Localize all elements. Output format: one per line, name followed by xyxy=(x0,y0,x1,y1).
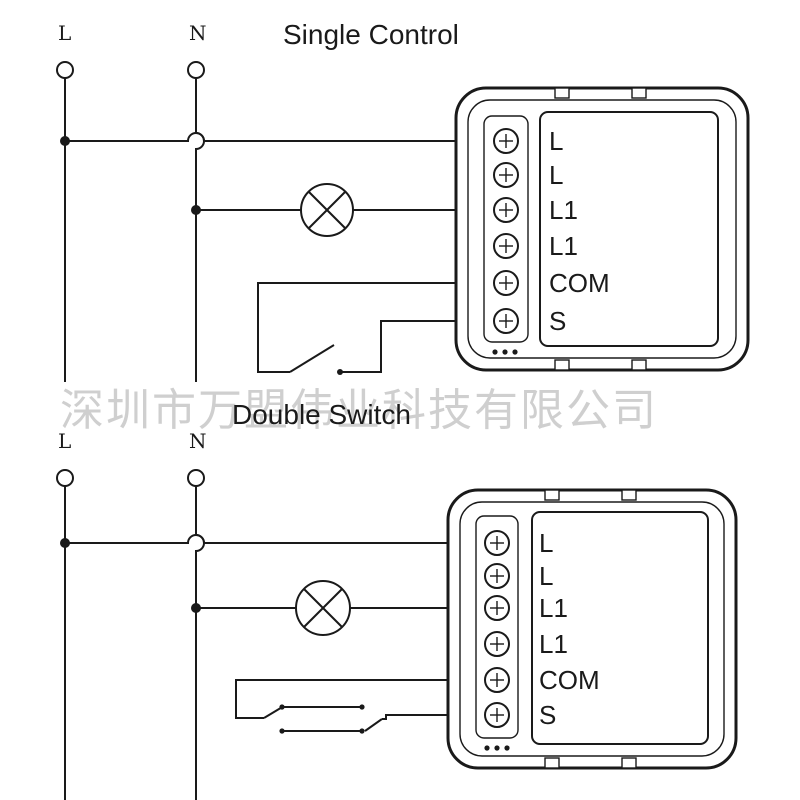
diagram-title: Double Switch xyxy=(232,399,411,430)
line-to-L-wire xyxy=(65,534,492,544)
terminal-label-L1: L1 xyxy=(539,629,568,659)
diagram-title: Single Control xyxy=(283,19,459,50)
switch-contact xyxy=(279,704,285,710)
label-panel xyxy=(539,111,719,347)
terminal-label-L: L xyxy=(549,160,563,190)
line-label: L xyxy=(58,21,71,45)
module-clip xyxy=(554,87,570,99)
line-terminal xyxy=(56,469,74,487)
terminal-screw xyxy=(493,128,519,154)
terminal-screw xyxy=(493,162,519,188)
switch-lever xyxy=(289,344,335,373)
terminal-screw xyxy=(484,563,510,589)
junction-dot xyxy=(60,136,70,146)
line-label: L xyxy=(58,429,71,453)
module-clip xyxy=(621,489,637,501)
single-control-diagram: L N Single Control xyxy=(56,19,750,382)
neutral-wire xyxy=(195,486,205,800)
line-to-L-wire xyxy=(65,132,500,142)
neutral-wire xyxy=(195,78,205,382)
terminal-strip xyxy=(483,115,529,343)
terminal-screw xyxy=(493,308,519,334)
module-clip xyxy=(544,757,560,769)
terminal-screw xyxy=(493,270,519,296)
indicator-dot xyxy=(484,745,490,751)
indicator-dot xyxy=(512,349,518,355)
module-clip xyxy=(544,489,560,501)
neutral-label: N xyxy=(189,21,207,45)
line-terminal xyxy=(56,61,74,79)
junction-dot xyxy=(191,205,201,215)
watermark-text: 深圳市万盟伟业科技有限公司 xyxy=(60,385,658,436)
module-rim xyxy=(467,99,737,359)
terminal-screw xyxy=(484,667,510,693)
neutral-label: N xyxy=(189,429,207,453)
com-to-switch-wire xyxy=(235,679,492,719)
switch-contact xyxy=(359,728,365,734)
switch-contact xyxy=(279,728,285,734)
terminal-screw xyxy=(484,631,510,657)
switch-lever xyxy=(364,718,383,732)
indicator-dot xyxy=(504,745,510,751)
terminal-label-L: L xyxy=(549,126,563,156)
indicator-dot xyxy=(502,349,508,355)
module-clip xyxy=(621,757,637,769)
label-panel xyxy=(531,511,709,745)
switch-to-S-wire xyxy=(382,714,492,720)
module-clip xyxy=(554,359,570,371)
double-switch-diagram: Double Switch L N xyxy=(56,399,738,800)
com-to-switch-wire xyxy=(257,282,500,373)
terminal-screw xyxy=(484,702,510,728)
lamp-icon xyxy=(300,183,354,237)
terminal-label-L: L xyxy=(539,561,553,591)
junction-dot xyxy=(191,603,201,613)
switch-to-S-wire xyxy=(340,320,500,373)
switch-contact xyxy=(359,704,365,710)
terminal-screw xyxy=(493,233,519,259)
terminal-label-L1: L1 xyxy=(539,593,568,623)
terminal-label-COM: COM xyxy=(539,665,600,695)
terminal-label-L1: L1 xyxy=(549,195,578,225)
switch-module: L L L1 L1 COM S xyxy=(454,86,750,372)
module-rim xyxy=(459,501,725,757)
module-clip xyxy=(631,87,647,99)
switch-module: L L L1 L1 COM S xyxy=(446,488,738,770)
terminal-label-S: S xyxy=(539,700,556,730)
neutral-terminal xyxy=(187,469,205,487)
indicator-dot xyxy=(494,745,500,751)
terminal-label-L: L xyxy=(539,528,553,558)
terminal-label-S: S xyxy=(549,306,566,336)
module-clip xyxy=(631,359,647,371)
terminal-screw xyxy=(484,530,510,556)
terminal-strip xyxy=(475,515,519,739)
terminal-screw xyxy=(493,197,519,223)
terminal-label-L1: L1 xyxy=(549,231,578,261)
terminal-screw xyxy=(484,595,510,621)
junction-dot xyxy=(60,538,70,548)
indicator-dot xyxy=(492,349,498,355)
terminal-label-COM: COM xyxy=(549,268,610,298)
neutral-terminal xyxy=(187,61,205,79)
lamp-icon xyxy=(295,580,351,636)
